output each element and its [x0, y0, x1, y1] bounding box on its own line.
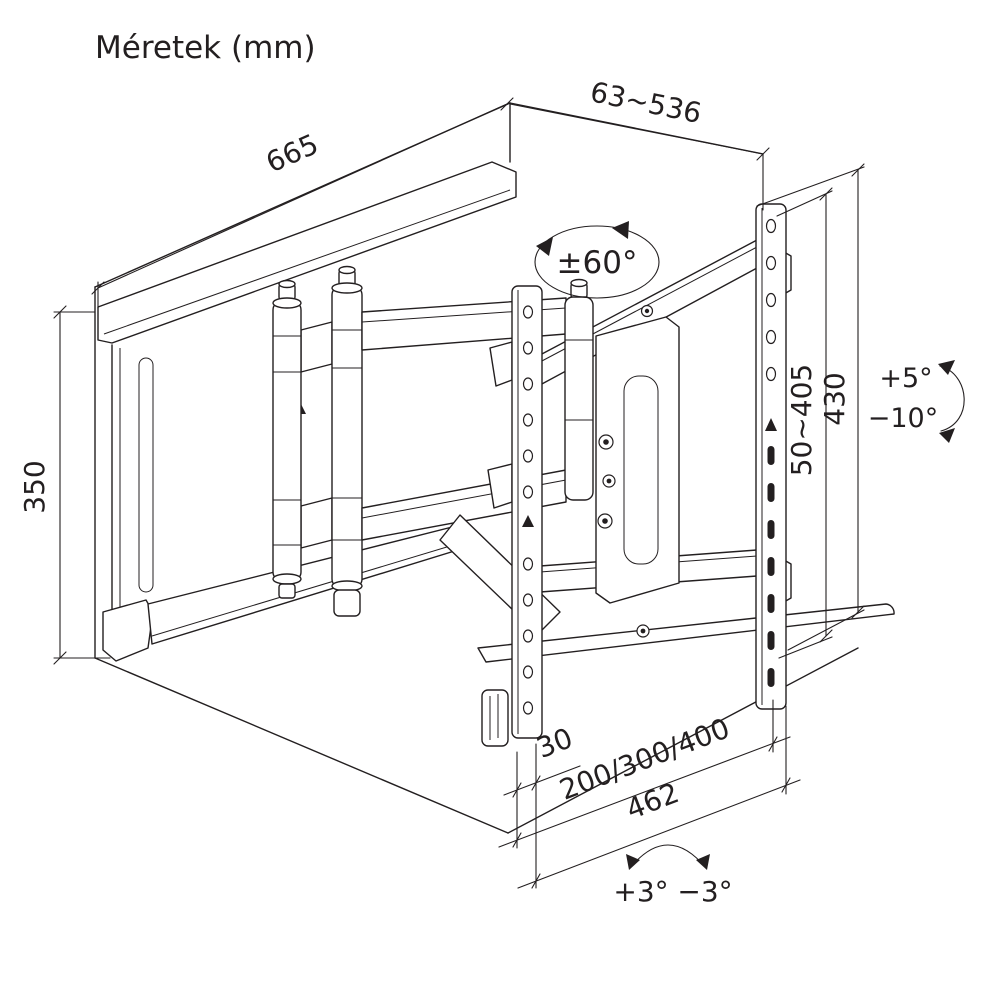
- post-foot: [333, 589, 361, 617]
- upper-link-plate: [300, 321, 333, 373]
- tilt-angle-annotation: +5° −10°: [868, 360, 965, 443]
- post-top-bolt-cap: [338, 265, 356, 275]
- extension-lines: [53, 311, 111, 659]
- dimension-hole-range: 50~405: [776, 187, 833, 659]
- dimension-plate-height: 430: [756, 163, 865, 651]
- tick-marks: [531, 777, 791, 889]
- arrowhead-icon: [696, 854, 710, 870]
- dimension-line: [517, 779, 801, 889]
- dimension-label: 350: [18, 460, 51, 513]
- vesa-rail-left: [481, 285, 543, 747]
- room-planes: [94, 102, 859, 834]
- tv-bottom-foot: [102, 599, 154, 662]
- hinge-post-left: [272, 279, 302, 599]
- arrowhead-icon: [939, 428, 955, 443]
- dimension-line: [509, 103, 764, 155]
- hinge-post-right: [331, 265, 363, 617]
- post-bottom-cap: [272, 573, 302, 585]
- alignment-triangle-icon: [765, 418, 777, 431]
- dimension-label: 430: [818, 372, 851, 425]
- arrowhead-icon: [938, 360, 955, 375]
- bottom-extension-lines: [516, 699, 787, 889]
- level-arrow-icon: [629, 844, 707, 869]
- alignment-triangle-icon: [522, 515, 534, 527]
- tilt-arrow-icon: [939, 365, 965, 432]
- swivel-angle-label: ±60°: [557, 245, 638, 281]
- arrowhead-icon: [626, 854, 640, 870]
- post-rings: [332, 329, 362, 541]
- head-bracket: [595, 316, 680, 604]
- post-top-cap: [272, 297, 302, 309]
- tick-marks: [91, 97, 514, 295]
- post-body: [272, 300, 302, 582]
- dimension-label: 665: [261, 127, 323, 179]
- bracket-screw-dot: [606, 478, 612, 484]
- rail-bottom-pad: [481, 689, 509, 747]
- post-top-cap: [331, 282, 363, 294]
- extension-lines: [756, 166, 865, 651]
- tv-bottom-bar-ridge: [151, 539, 471, 637]
- tick-marks: [512, 775, 541, 798]
- level-plus-label: +3°: [613, 875, 668, 908]
- tv-panel: [97, 161, 517, 662]
- swivel-angle-annotation: ±60°: [534, 221, 660, 299]
- head-bracket-slot: [623, 375, 659, 565]
- rail-body: [511, 285, 543, 739]
- wall-plate-rail: [755, 203, 792, 710]
- dimension-line: [498, 736, 791, 848]
- arrowhead-icon: [536, 237, 553, 256]
- rail-bottom-pad-lines: [489, 694, 499, 740]
- tick-marks: [512, 736, 778, 848]
- dimension-overall-width: 462: [517, 776, 801, 889]
- right-plane-bottom-edge: [507, 647, 859, 834]
- tick-marks: [819, 187, 833, 643]
- tilt-head: [564, 278, 680, 604]
- arrowhead-icon: [612, 221, 629, 239]
- tv-side-slot: [138, 357, 154, 593]
- pivot-top-bolt-cap: [570, 278, 588, 288]
- page-title: Méretek (mm): [95, 30, 316, 66]
- crossbar-screw-dot: [644, 308, 650, 314]
- level-minus-label: −3°: [677, 875, 732, 908]
- tick-marks: [756, 147, 770, 161]
- dimension-label: 462: [622, 776, 684, 826]
- wall-plate-holes: [765, 218, 777, 687]
- post-top-bolt-cap: [278, 279, 296, 289]
- left-plane-bottom-edge: [94, 657, 509, 834]
- pivot-column: [564, 296, 594, 501]
- bracket-screw-dot: [602, 518, 608, 524]
- tv-top-bar-ridge: [103, 189, 511, 335]
- swivel-arrow-icon: [534, 225, 660, 299]
- tick-marks: [53, 305, 67, 665]
- lower-link-plate: [300, 497, 333, 549]
- level-angle-annotation: +3° −3°: [613, 844, 733, 908]
- tilt-bar-screw-dot: [640, 628, 646, 634]
- dimension-label: 50~405: [785, 364, 818, 477]
- tick-marks: [851, 163, 865, 619]
- tilt-up-label: +5°: [879, 363, 932, 394]
- bracket-screw-dot: [603, 439, 609, 445]
- rail-holes: [522, 305, 534, 715]
- post-bottom-bolt: [278, 583, 296, 599]
- dimension-tv-height: 350: [18, 305, 111, 665]
- pivot-rings: [565, 339, 593, 421]
- post-rings: [273, 335, 301, 546]
- dimension-extension-depth: 63~536: [509, 75, 770, 211]
- rail-hook-clip-top: [489, 341, 513, 387]
- tilt-down-label: −10°: [868, 403, 938, 434]
- post-body: [331, 285, 363, 589]
- tv-top-bar: [97, 161, 517, 344]
- dimension-line: [97, 103, 508, 289]
- extension-lines: [776, 190, 833, 659]
